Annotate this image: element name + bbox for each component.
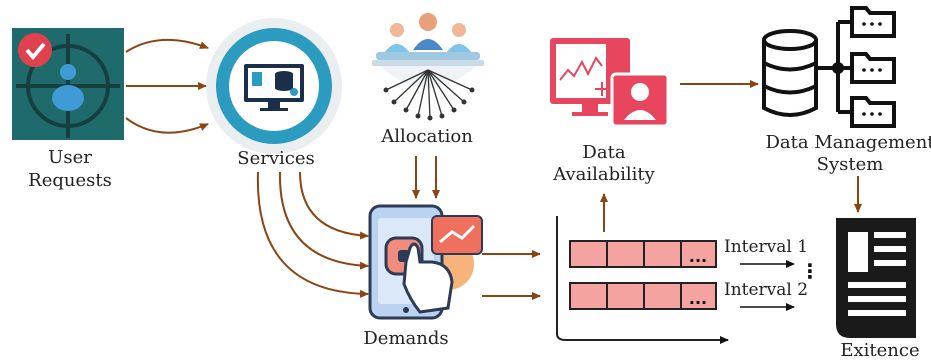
user-target-icon [12,28,124,140]
folder-dots [862,22,882,116]
data-management-label-2: System [817,154,884,175]
data-availability-label-2: Availability [552,164,655,185]
vertical-ellipsis: ⋮ [800,259,820,283]
team-network-icon [372,13,484,121]
services-monitor-icon [206,18,342,154]
queue-1-ellipsis: ... [689,247,707,266]
user-requests-label-1: User [48,147,92,168]
allocation-to-demands-arrows [412,156,440,199]
demands-label: Demands [363,328,448,349]
interval-2-label: Interval 2 [724,280,808,300]
demands-to-queues-arrows [482,250,541,300]
data-management-label-1: Data Management [765,132,931,153]
interval-arrows [740,260,795,311]
queue-bar-1: ... [569,240,717,268]
user-to-services-arrows [125,39,209,134]
tablet-touch-icon [368,204,483,320]
monitor-profile-icon [550,38,670,128]
allocation-label: Allocation [380,126,473,147]
queue-axes [556,216,729,344]
document-icon [836,218,916,338]
queue-2-ellipsis: ... [689,289,707,308]
data-availability-label-1: Data [582,142,625,163]
services-to-demands-arrows [256,171,369,298]
exitence-label: Exitence [840,340,919,361]
interval-1-label: Interval 1 [724,237,808,257]
database-folders-icon [762,6,896,128]
services-label: Services [237,148,314,169]
queue-bar-2: ... [569,282,717,310]
user-requests-label-2: Requests [28,170,112,191]
